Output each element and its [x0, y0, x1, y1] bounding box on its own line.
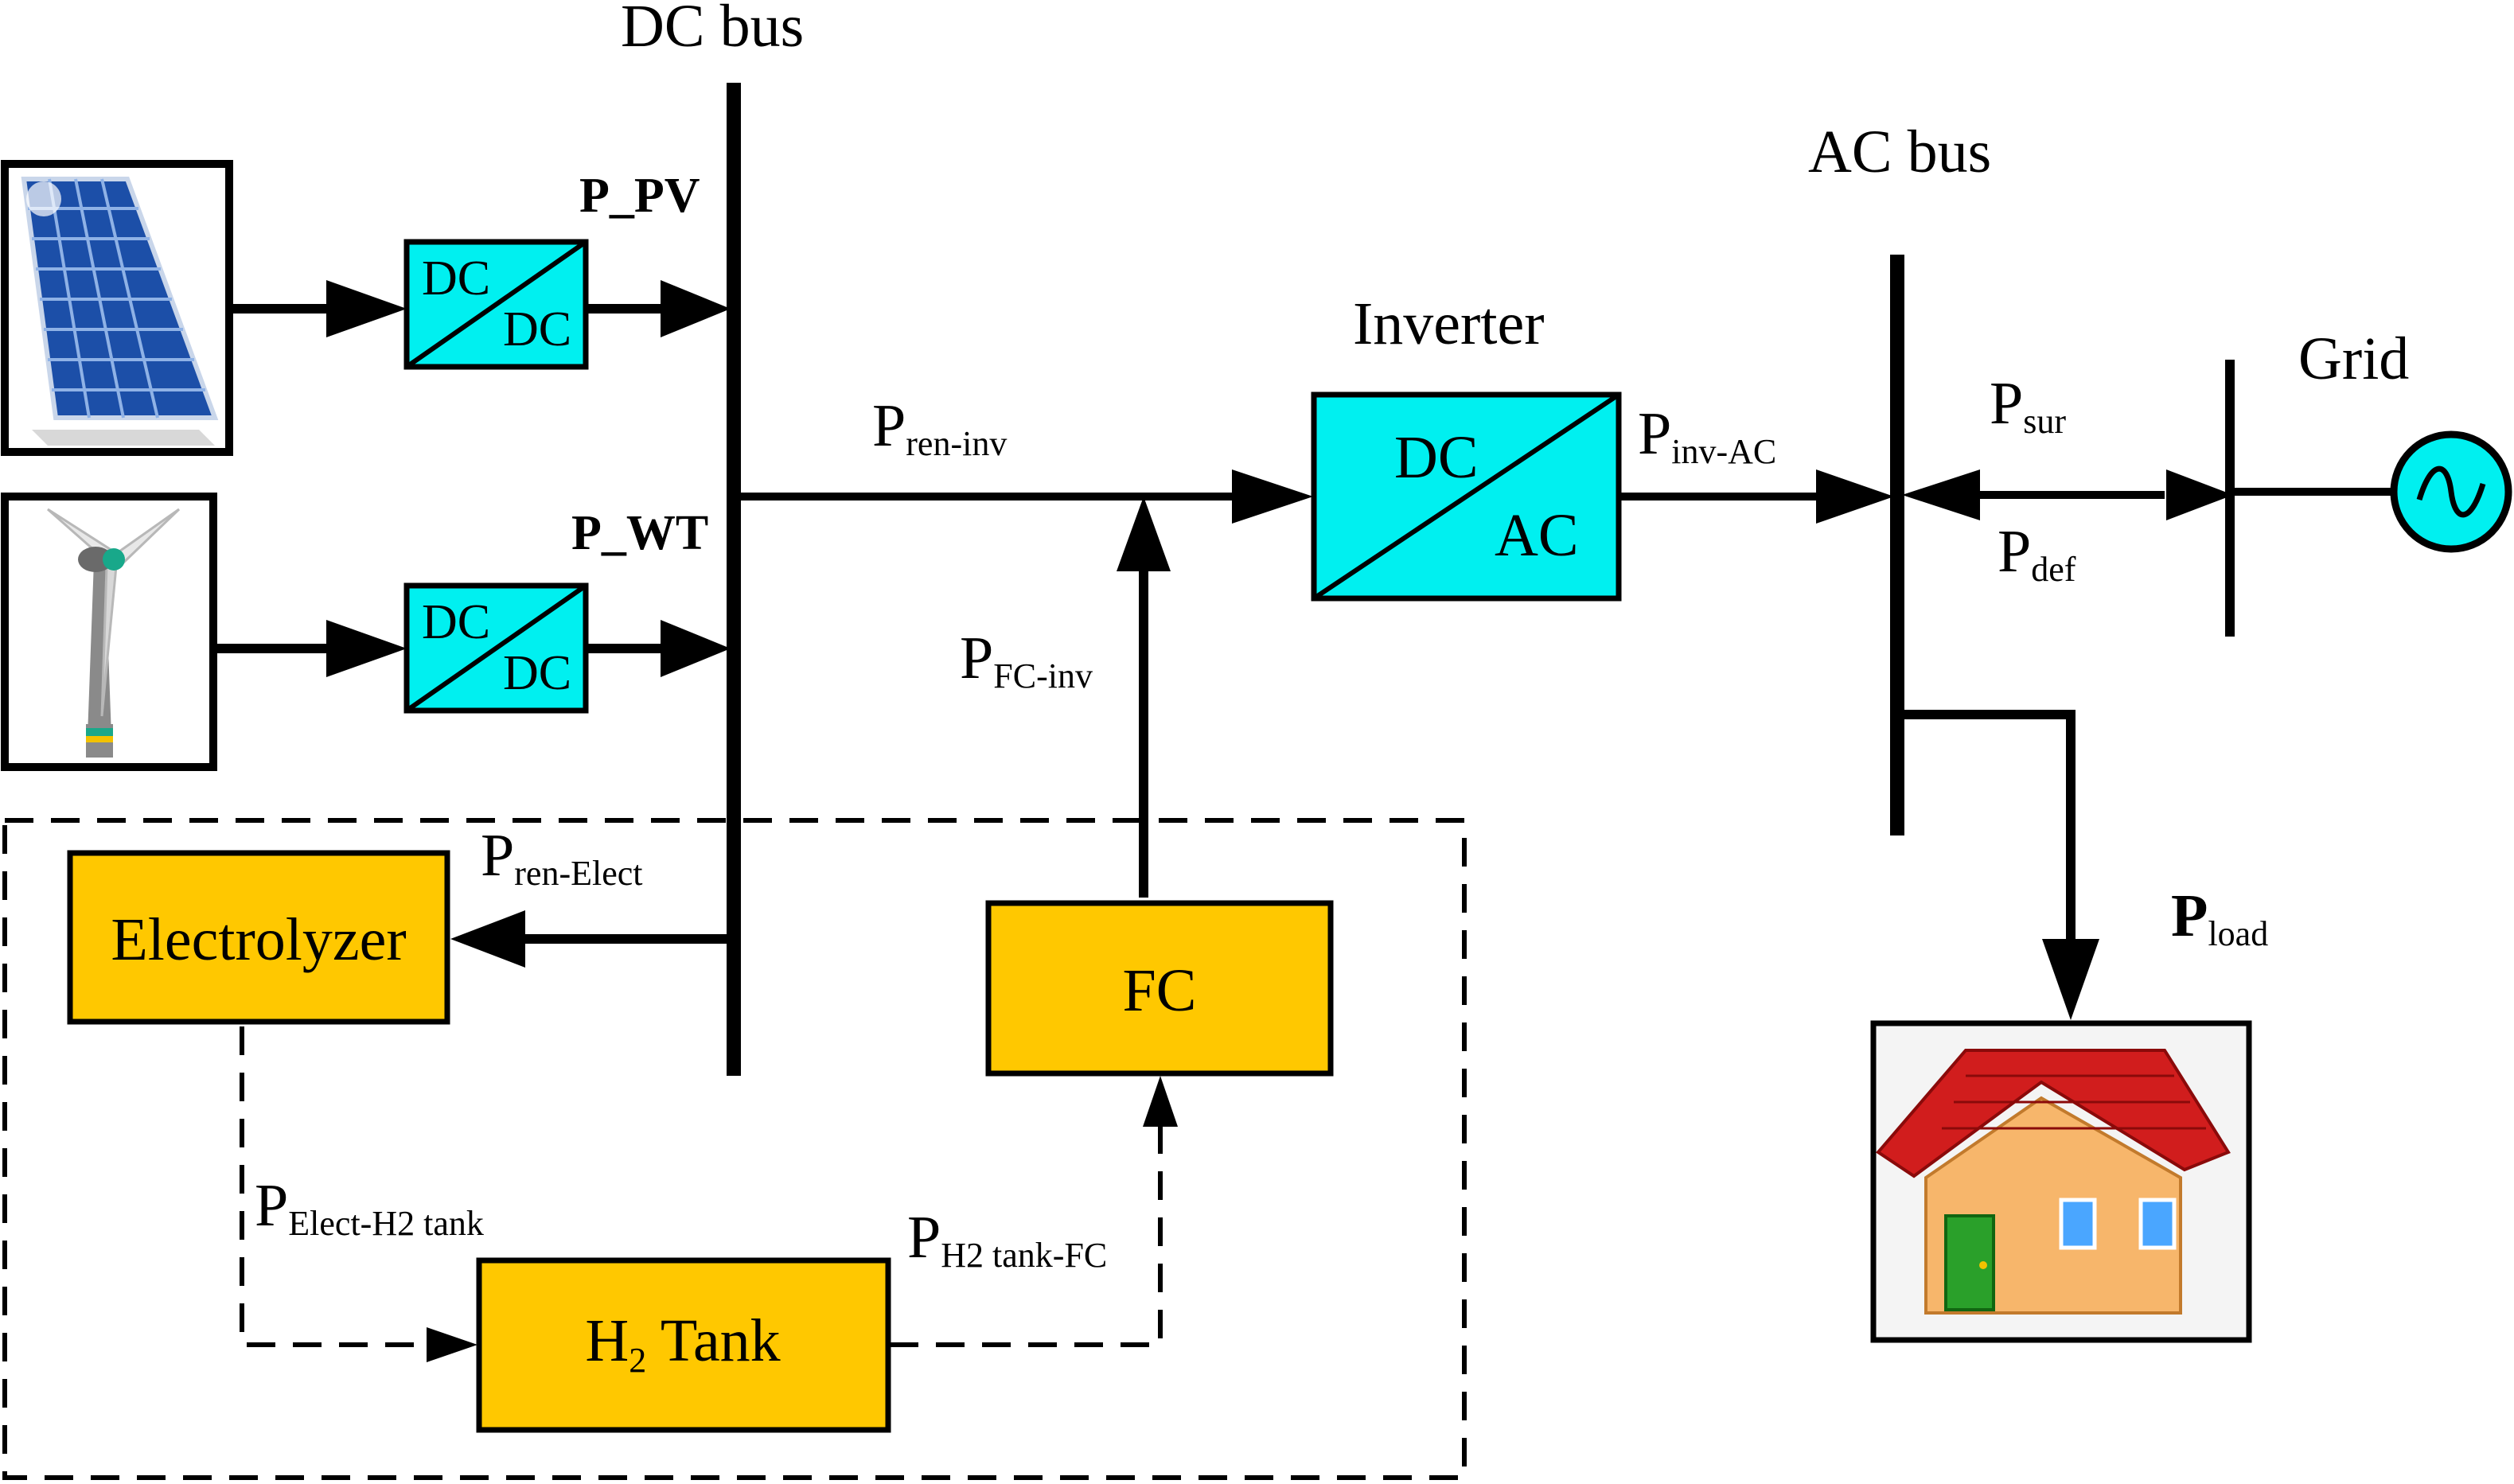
dcdc-pv-out-label: DC — [503, 302, 571, 356]
ren-elect-flow — [450, 910, 734, 968]
h2-tank-label: H2 Tank — [585, 1307, 780, 1380]
hydrogen-subsystem-boundary — [2, 818, 1467, 1480]
p-elect-h2-label: PElect-H2 tank — [255, 1172, 484, 1243]
wind-turbine-icon — [1, 493, 217, 771]
fc-label: FC — [1123, 957, 1197, 1024]
p-h2-fc-label: PH2 tank-FC — [907, 1204, 1107, 1275]
ac-source-icon — [2390, 430, 2512, 553]
elect-h2-flow — [240, 1026, 477, 1362]
h2-fc-flow — [890, 1076, 1178, 1347]
wt-flow — [215, 620, 731, 677]
inv-ac-flow — [1619, 469, 1894, 524]
electrolyzer-label: Electrolyzer — [111, 906, 406, 973]
fc-inv-flow — [1117, 497, 1171, 898]
ren-inv-flow — [734, 469, 1313, 524]
load-flow — [1897, 710, 2099, 1020]
dc-bus-label: DC bus — [621, 0, 804, 60]
grid-exchange-flow — [1902, 469, 2233, 520]
p-pv-label: P_PV — [579, 169, 700, 223]
dcdc-wt-in-label: DC — [422, 595, 490, 649]
p-def-label: Pdef — [1998, 518, 2076, 589]
dcdc-pv-in-label: DC — [422, 251, 490, 306]
p-fc-inv-label: PFC-inv — [960, 625, 1093, 695]
p-inv-ac-label: Pinv-AC — [1638, 400, 1776, 471]
inverter-out-label: AC — [1495, 502, 1579, 569]
inverter-in-label: DC — [1394, 424, 1479, 491]
inverter-label: Inverter — [1353, 290, 1545, 357]
dcdc-converter-wt: DC DC — [403, 582, 589, 714]
inverter-block: DC AC — [1311, 391, 1622, 602]
p-sur-label: Psur — [1990, 370, 2066, 441]
fuel-cell-block: FC — [985, 900, 1334, 1077]
p-load-label: Pload — [2171, 882, 2268, 953]
dcdc-converter-pv: DC DC — [403, 239, 589, 370]
pv-flow — [231, 280, 731, 337]
dcdc-wt-out-label: DC — [503, 646, 571, 700]
p-ren-elect-label: Pren-Elect — [481, 822, 643, 893]
h2-tank-block: H2 Tank — [476, 1257, 891, 1433]
grid-label: Grid — [2298, 325, 2409, 392]
house-icon — [1870, 1020, 2252, 1343]
solar-panel-icon — [1, 160, 233, 456]
ac-bus-label: AC bus — [1808, 119, 1991, 185]
electrolyzer-block: Electrolyzer — [67, 850, 450, 1025]
p-wt-label: P_WT — [571, 506, 708, 560]
p-ren-inv-label: Pren-inv — [872, 392, 1007, 463]
